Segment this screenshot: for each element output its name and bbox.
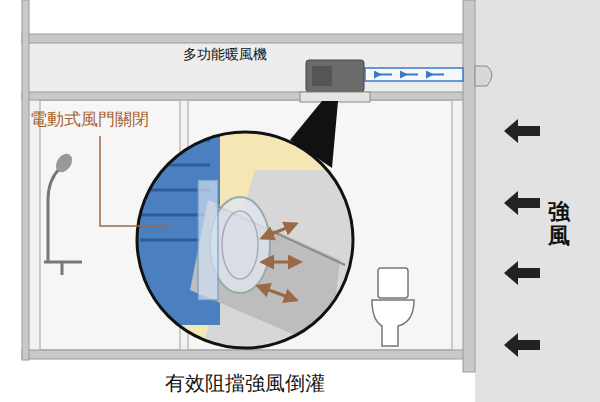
label-wrap: 電動式風門關閉	[30, 108, 149, 131]
wind-arrows	[504, 119, 540, 357]
label-wrap: 多功能暖風機	[183, 44, 267, 64]
damper-label: 電動式風門關閉	[30, 109, 149, 129]
roof-slab	[22, 34, 472, 43]
left-wall	[22, 0, 29, 360]
exterior-ground	[475, 0, 600, 402]
toilet	[372, 268, 414, 346]
damper-detail	[130, 125, 360, 355]
heater-unit	[306, 60, 364, 92]
caption: 有效阻擋強風倒灌	[165, 371, 325, 395]
vent-cap	[475, 66, 492, 86]
callout-circle	[137, 132, 353, 348]
airflow-arrows	[378, 74, 444, 76]
heater-grille	[300, 92, 370, 102]
ceiling-void	[28, 42, 464, 94]
heater-motor	[312, 66, 332, 86]
label-wrap: 強風	[548, 200, 570, 248]
wind-label: 強風	[548, 200, 570, 248]
shower-fixture	[44, 168, 82, 275]
caption-wrap: 有效阻擋強風倒灌	[165, 370, 325, 397]
right-wall	[463, 0, 475, 372]
floor-slab	[22, 350, 472, 359]
shower-head	[53, 151, 76, 175]
ceiling-panel	[22, 92, 472, 100]
leader-line	[100, 136, 172, 226]
exhaust-duct	[365, 68, 463, 81]
device-label: 多功能暖風機	[183, 46, 267, 62]
